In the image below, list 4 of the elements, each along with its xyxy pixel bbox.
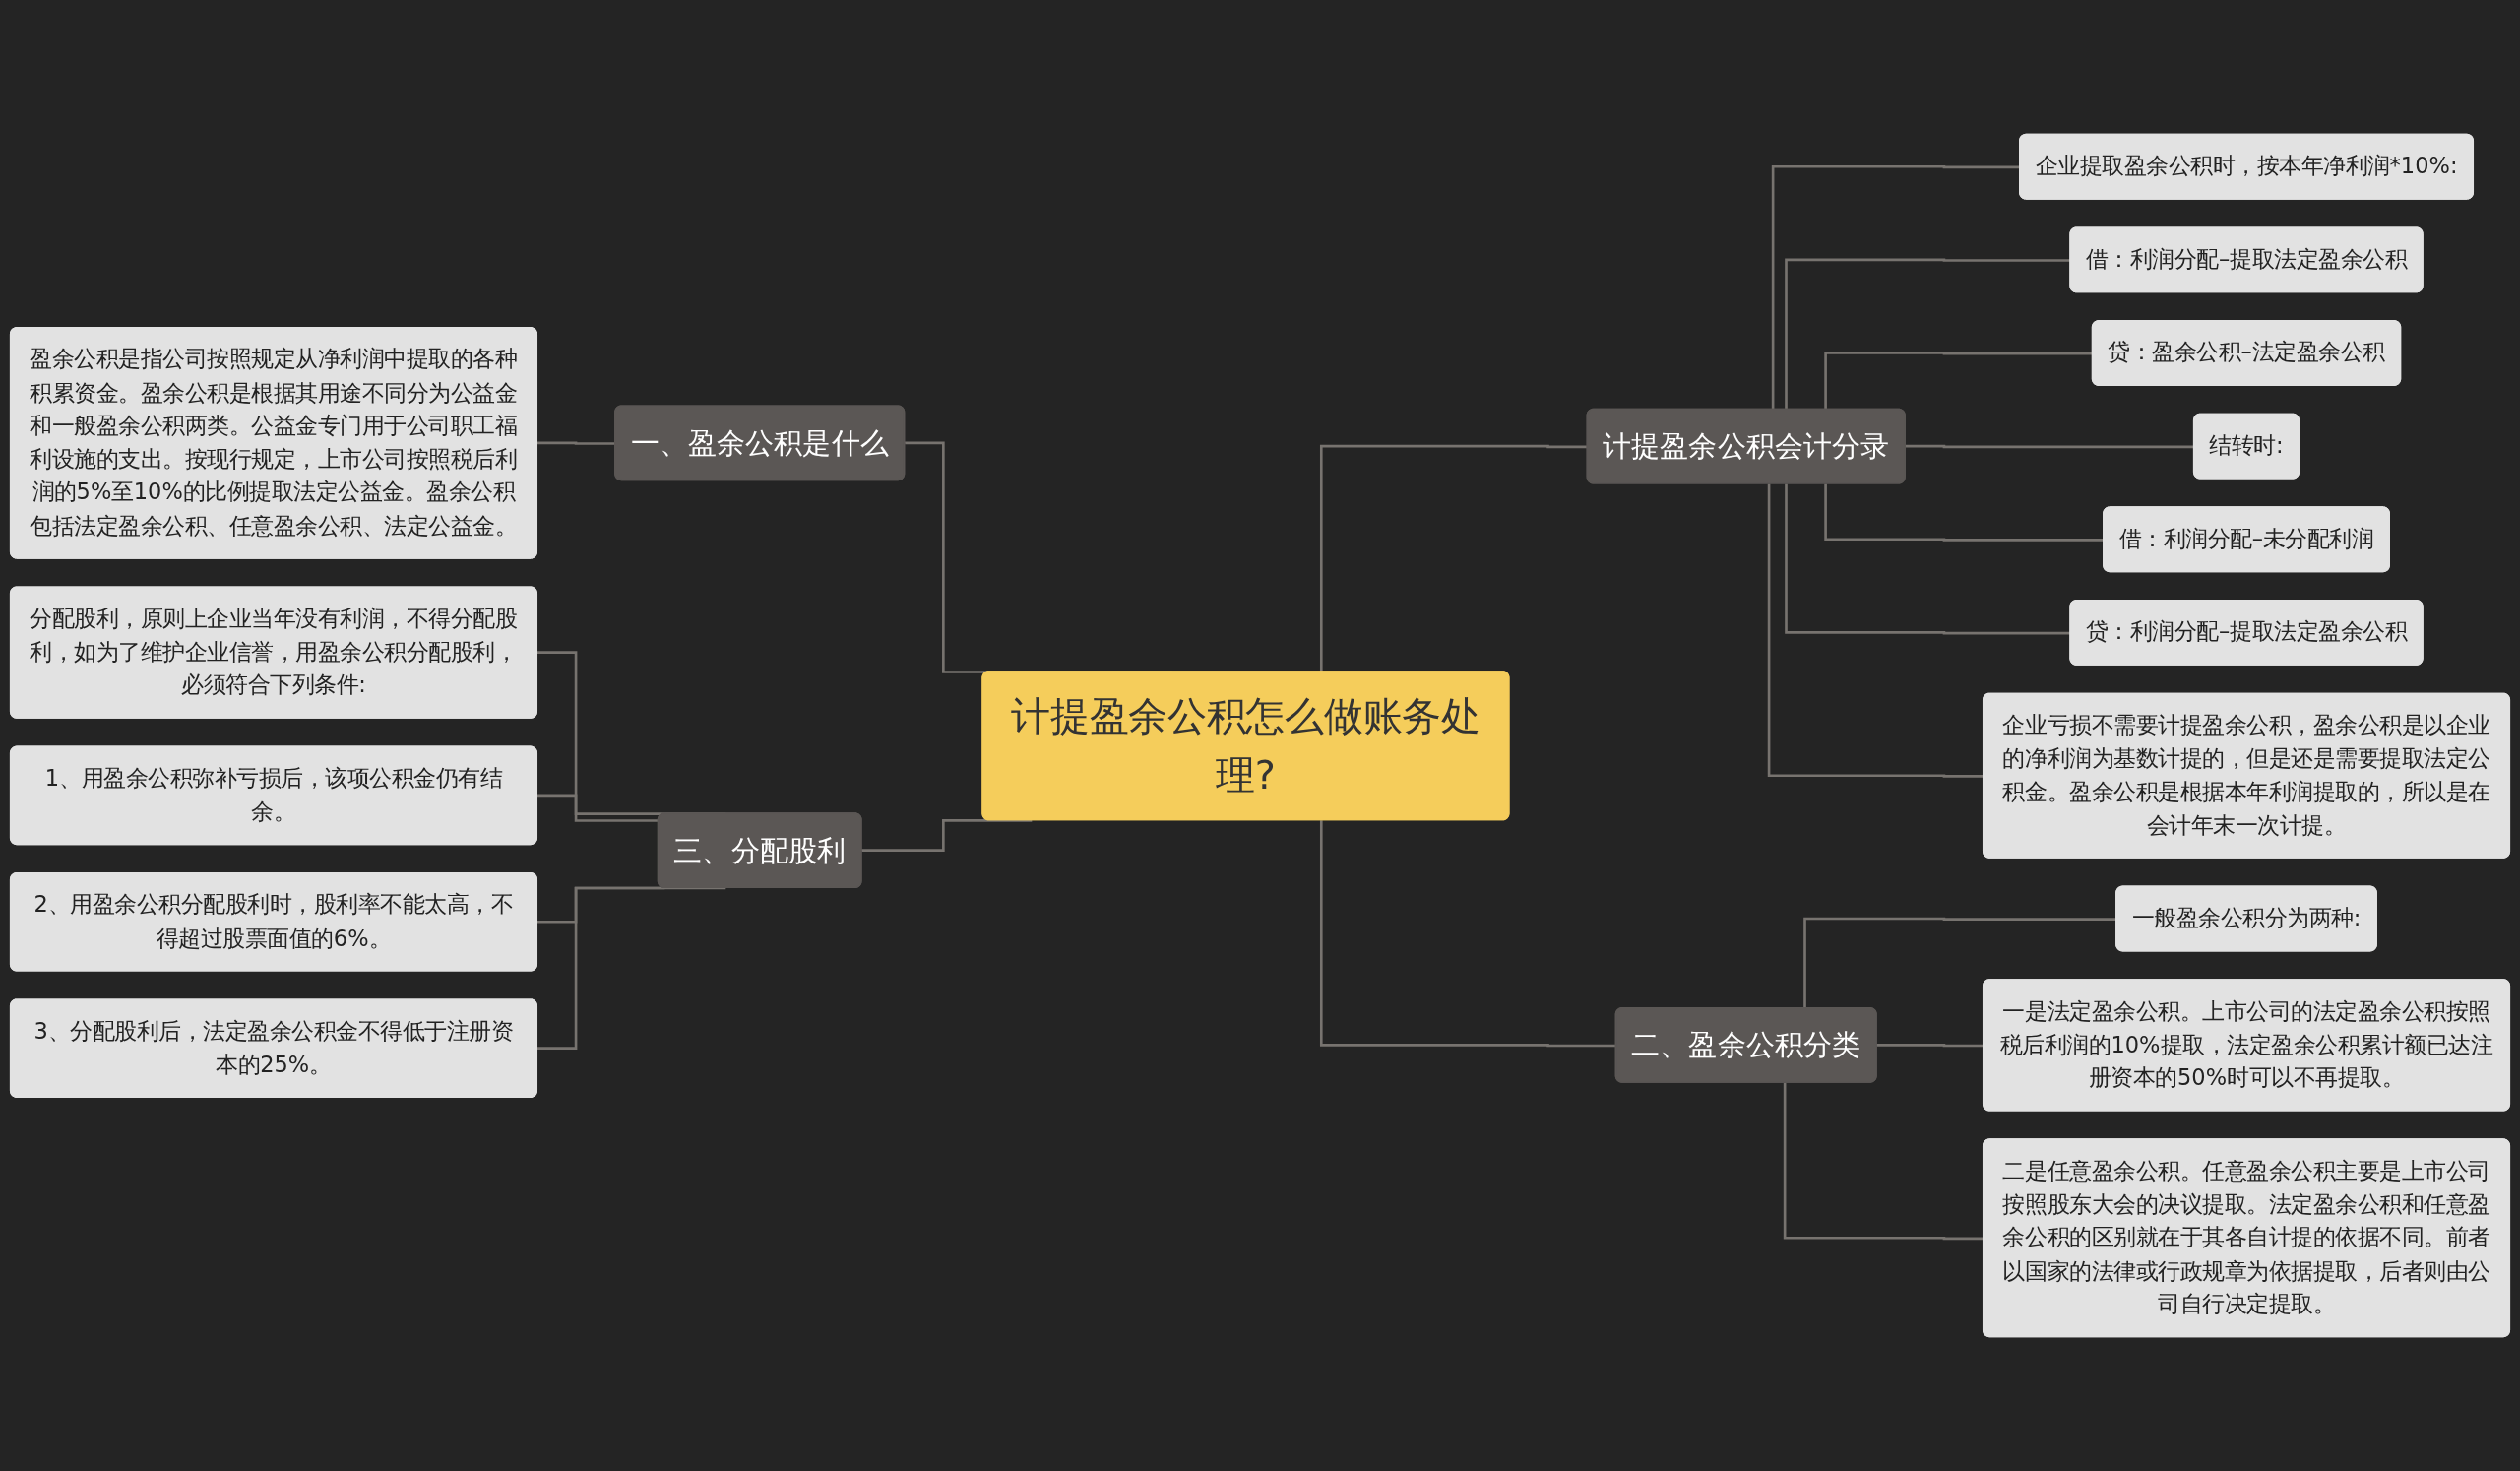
- connector: [1785, 258, 2071, 411]
- connector: [1319, 444, 1588, 672]
- connector: [1785, 483, 2071, 635]
- connector: [860, 819, 1033, 853]
